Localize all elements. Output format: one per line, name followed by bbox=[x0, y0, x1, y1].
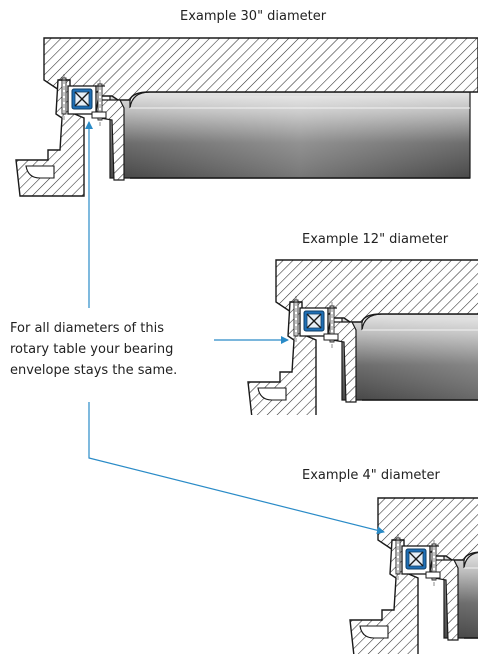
label-example-4: Example 4" diameter bbox=[302, 468, 440, 483]
label-example-30: Example 30" diameter bbox=[180, 9, 327, 24]
note-line-2: rotary table your bearing bbox=[10, 342, 174, 357]
explanation-note: For all diameters of this rotary table y… bbox=[10, 318, 177, 381]
assembly-30-inch bbox=[15, 37, 478, 197]
assembly-12-inch bbox=[247, 259, 478, 415]
assembly-4-inch bbox=[349, 497, 478, 654]
label-example-12: Example 12" diameter bbox=[302, 232, 449, 247]
arrow-to-4-inch bbox=[88, 402, 385, 535]
note-line-3: envelope stays the same. bbox=[10, 363, 178, 378]
note-line-1: For all diameters of this bbox=[10, 321, 164, 336]
